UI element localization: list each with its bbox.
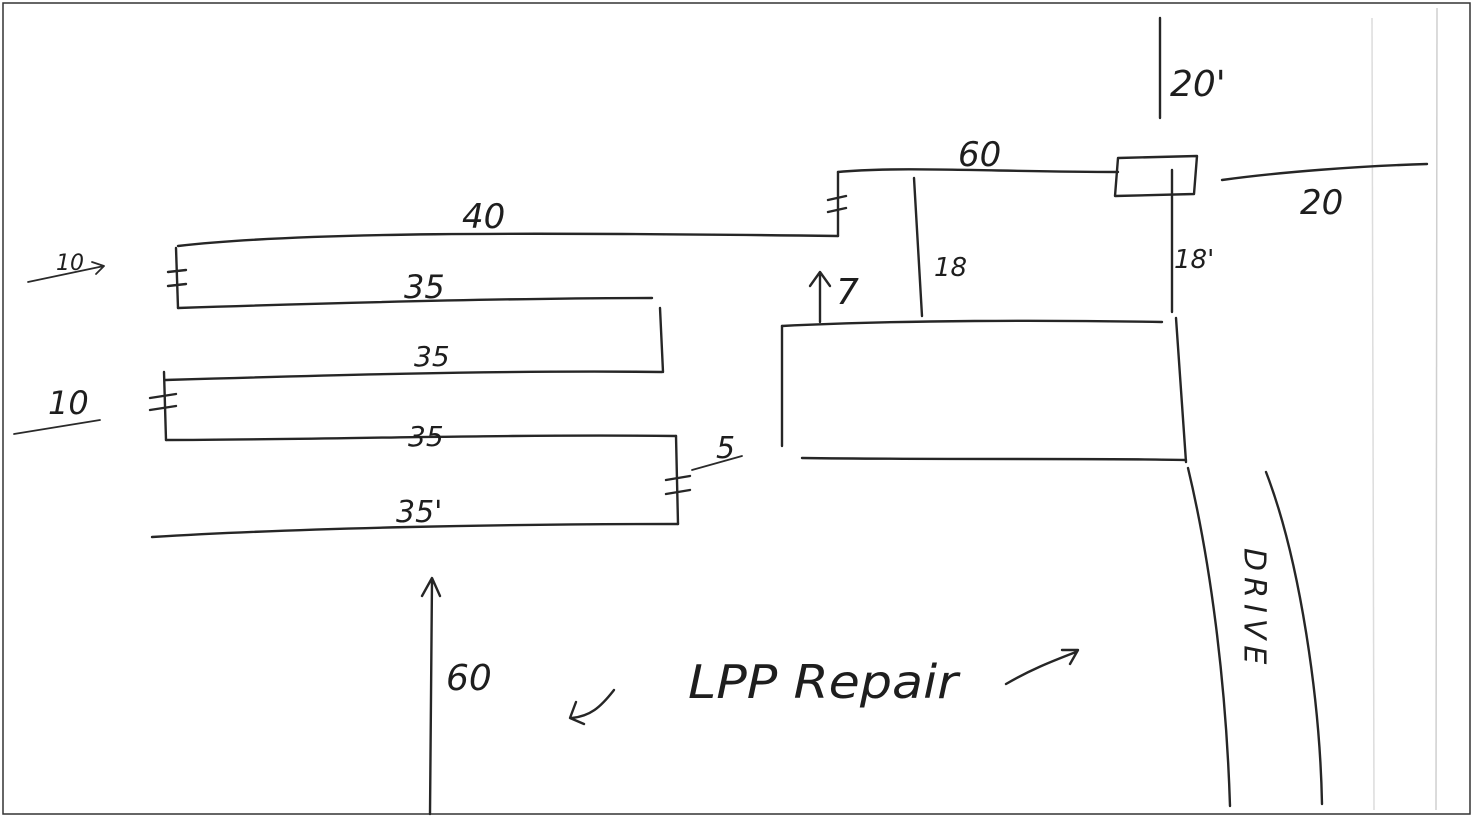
drive-left-line (1186, 466, 1232, 808)
five-leader (691, 455, 743, 471)
tick-row1 (166, 268, 188, 288)
seven-arrow (808, 270, 832, 324)
label-row1-35: 35 (404, 268, 445, 306)
row3-left-edge (162, 370, 168, 442)
repair-right-arrow (1004, 648, 1080, 686)
page-fold-line (1371, 17, 1375, 811)
label-left-10-top: 10 (56, 251, 84, 276)
row2-bottom (163, 370, 664, 382)
label-row2-35: 35 (414, 340, 450, 373)
eighteen-left-line (912, 176, 924, 318)
label-left-10-mid: 10 (48, 384, 89, 422)
label-lpp-repair: LPP Repair (688, 655, 961, 709)
label-forty: 40 (462, 197, 505, 237)
label-top-60: 60 (958, 135, 1001, 175)
label-seven: 7 (836, 272, 859, 313)
building-top (780, 319, 1164, 328)
repair-left-arrow (568, 688, 616, 726)
row3-right-edge (674, 434, 680, 526)
label-five: 5 (716, 431, 735, 466)
left-10-mid-line (13, 419, 101, 435)
top-right-line (1220, 162, 1429, 182)
tick-mark-40-end (826, 194, 848, 214)
row1-bottom (176, 296, 654, 310)
left-10-top-arrow (27, 261, 105, 283)
label-top-20: 20' (1170, 64, 1226, 105)
label-row4-35: 35' (396, 495, 442, 530)
row3-bottom (164, 434, 678, 442)
building-bottom (800, 456, 1188, 462)
row1-left-edge (174, 246, 180, 310)
bottom-60-arrow (420, 576, 442, 816)
top-60-line (836, 168, 1120, 174)
row2-right-edge (658, 306, 665, 374)
label-eighteen-right: 18' (1174, 245, 1214, 275)
forty-line (176, 232, 840, 248)
label-right-20: 20 (1300, 183, 1343, 223)
page-right-rule (1435, 7, 1438, 811)
label-drive: DRIVE (1237, 548, 1272, 670)
tick-row3-right (664, 474, 692, 496)
building-right (1174, 316, 1188, 464)
tick-row3 (148, 392, 178, 412)
drive-right-line (1264, 470, 1324, 806)
top-small-box (1113, 154, 1199, 198)
label-row3-35: 35 (408, 420, 444, 453)
label-bottom-60: 60 (446, 658, 492, 699)
label-eighteen-left: 18 (934, 253, 967, 283)
row4-bottom (150, 522, 680, 539)
